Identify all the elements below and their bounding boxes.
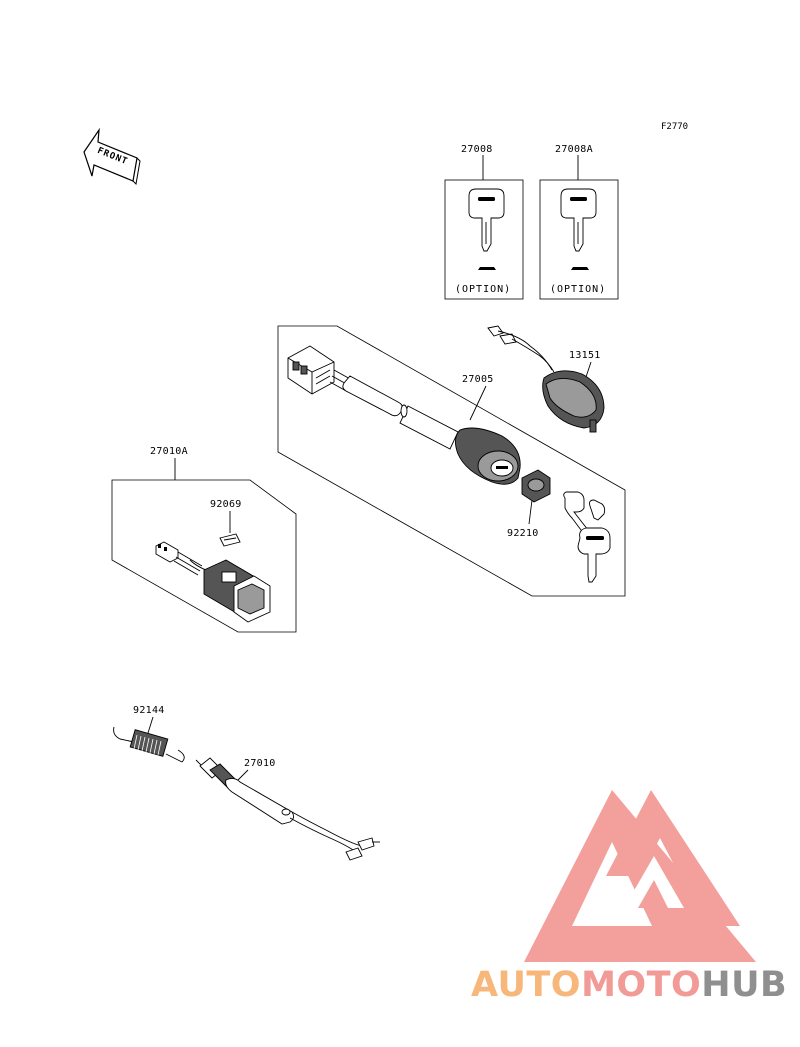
part-27008: 27008 (OPTION) <box>444 144 524 300</box>
switch-connector-icon <box>155 541 207 576</box>
part-number-92144: 92144 <box>133 705 165 716</box>
nut-icon <box>521 469 551 503</box>
front-arrow-icon: FRONT <box>83 127 141 186</box>
part-13151: 13151 <box>487 325 605 433</box>
watermark-word-moto: MOTO <box>581 965 701 1005</box>
spring-icon <box>113 726 185 763</box>
part-92144: 92144 <box>113 705 185 763</box>
part-27005: 27005 <box>287 345 521 485</box>
wire-harness-icon <box>342 375 459 450</box>
watermark-triangle-icon <box>524 790 756 962</box>
lead-wires-icon <box>289 811 380 861</box>
cylinder-icon <box>487 325 605 433</box>
key-option-box <box>539 179 619 300</box>
ignition-assembly-box <box>277 325 626 597</box>
part-number-27008: 27008 <box>461 144 493 155</box>
option-note-27008A: (OPTION) <box>550 284 606 295</box>
key-icon <box>560 188 597 252</box>
ignition-keys-icon <box>563 491 611 583</box>
figure-code: F2770 <box>661 122 688 132</box>
part-92069: 92069 <box>210 499 242 547</box>
part-number-27005: 27005 <box>462 374 494 385</box>
watermark-word-auto: AUTO <box>471 965 581 1005</box>
part-number-92210: 92210 <box>507 528 539 539</box>
part-number-27010: 27010 <box>244 758 276 769</box>
part-number-27010A: 27010A <box>150 446 188 457</box>
watermark-word-hub: HUB <box>701 965 787 1005</box>
part-27008A: 27008A (OPTION) <box>539 144 619 300</box>
watermark-logo: AUTOMOTOHUB <box>471 790 787 1005</box>
option-note-27008: (OPTION) <box>455 284 511 295</box>
connector-icon <box>287 345 335 395</box>
switch-assembly-box <box>111 479 297 633</box>
part-number-13151: 13151 <box>569 350 601 361</box>
key-option-box <box>444 179 524 300</box>
part-27010: 27010 <box>195 757 380 861</box>
plunger-switch-icon <box>195 757 295 825</box>
part-number-92069: 92069 <box>210 499 242 510</box>
ignition-switch-icon <box>455 427 521 485</box>
part-27010A: 27010A <box>111 446 297 633</box>
part-number-27008A: 27008A <box>555 144 593 155</box>
terminal-clip-icon <box>219 533 241 547</box>
key-icon <box>468 188 505 252</box>
push-switch-icon <box>203 559 271 623</box>
part-92210: 92210 <box>507 469 551 539</box>
watermark-text: AUTOMOTOHUB <box>471 965 787 1005</box>
